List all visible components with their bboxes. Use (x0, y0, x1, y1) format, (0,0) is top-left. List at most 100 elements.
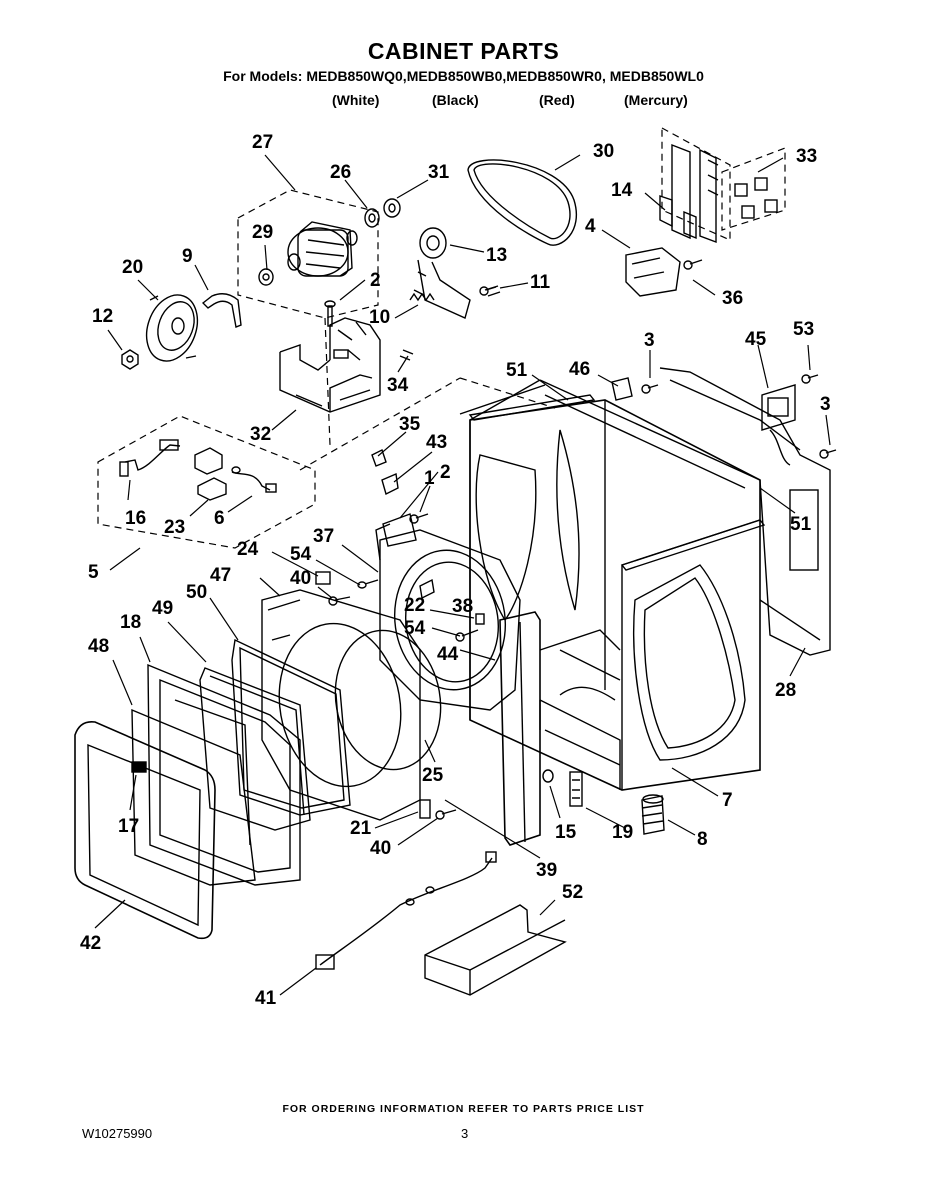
cabinet-rear-panel (659, 367, 831, 656)
callout-numbers: 1 2 2 3 3 4 5 6 7 8 9 10 11 12 13 14 15 … (80, 132, 831, 1009)
callout-29: 29 (252, 222, 273, 243)
idler-spring (409, 292, 435, 302)
cabinet-top-strips (468, 394, 766, 571)
color-white: (White) (332, 92, 380, 108)
screws (328, 259, 837, 820)
power-cord (315, 851, 497, 970)
mounting-bracket (625, 247, 681, 297)
door-seal (334, 629, 442, 771)
motor-mount-bracket (279, 317, 381, 413)
callout-9: 9 (182, 246, 193, 267)
small-hardware (542, 769, 583, 807)
page-number: 3 (461, 1126, 469, 1141)
callout-21: 21 (350, 818, 372, 839)
callout-17: 17 (118, 816, 139, 837)
clip-bracket (611, 377, 633, 401)
callout-35: 35 (399, 414, 421, 435)
callout-40-upper: 40 (290, 568, 311, 589)
callout-22: 22 (404, 595, 425, 616)
callout-39: 39 (536, 860, 557, 881)
callout-13: 13 (486, 245, 507, 266)
idler-assembly (413, 227, 501, 319)
callout-3-rear: 3 (820, 394, 831, 415)
callout-51-top: 51 (506, 360, 528, 381)
callout-37: 37 (313, 526, 334, 547)
color-mercury: (Mercury) (624, 92, 688, 108)
callout-30: 30 (593, 141, 614, 162)
blower-wheel (145, 294, 199, 362)
drive-belt (467, 159, 577, 246)
callout-44: 44 (437, 644, 459, 665)
door-liner (199, 667, 311, 831)
callout-50: 50 (186, 582, 207, 603)
callout-41: 41 (255, 988, 277, 1009)
motor-clamp (201, 293, 242, 328)
callout-11: 11 (530, 272, 551, 293)
wire-harness-parts (119, 439, 277, 501)
callout-1: 1 (424, 468, 435, 489)
callout-2-motor: 2 (370, 270, 381, 291)
callout-40-lower: 40 (370, 838, 391, 859)
callout-47: 47 (210, 565, 231, 586)
cabinet-body (459, 379, 761, 791)
drive-motor (287, 221, 358, 277)
callout-24: 24 (237, 539, 259, 560)
bracket-screws (324, 300, 414, 361)
callout-20: 20 (122, 257, 143, 278)
callout-26: 26 (330, 162, 351, 183)
connector-clips (734, 177, 778, 219)
terminal-block-strips (659, 143, 719, 244)
door-glass (231, 638, 351, 816)
callout-43: 43 (426, 432, 447, 453)
door-window-pane (131, 708, 256, 886)
color-red: (Red) (539, 92, 575, 108)
callout-7: 7 (722, 790, 733, 811)
callout-14: 14 (611, 180, 633, 201)
callout-52: 52 (562, 882, 583, 903)
leader-lines (94, 154, 831, 996)
front-bulkhead (375, 523, 521, 711)
callout-10: 10 (369, 307, 390, 328)
callout-46: 46 (569, 359, 590, 380)
callout-5: 5 (88, 562, 99, 583)
model-list: For Models: MEDB850WQ0,MEDB850WB0,MEDB85… (223, 68, 704, 84)
callout-8: 8 (697, 829, 708, 850)
callout-54-upper: 54 (290, 544, 312, 565)
dashed-group-outlines (97, 126, 786, 549)
blower-nut (121, 349, 139, 370)
callout-3-top: 3 (644, 330, 655, 351)
door-inner-panel (147, 663, 301, 886)
callout-45: 45 (745, 329, 767, 350)
callout-49: 49 (152, 598, 173, 619)
document-number: W10275990 (82, 1126, 153, 1141)
leveling-leg (641, 794, 665, 835)
callout-51-side: 51 (790, 514, 812, 535)
rear-cover-plate (761, 384, 796, 431)
callout-19: 19 (612, 822, 633, 843)
page-title: CABINET PARTS (367, 38, 560, 64)
callout-34: 34 (387, 375, 409, 396)
callout-4: 4 (585, 216, 596, 237)
callout-16: 16 (125, 508, 146, 529)
front-panel-column (499, 611, 541, 846)
callout-31: 31 (428, 162, 450, 183)
callout-54-lower: 54 (404, 618, 426, 639)
ordering-note: FOR ORDERING INFORMATION REFER TO PARTS … (282, 1103, 645, 1115)
callout-48: 48 (88, 636, 109, 657)
callout-38: 38 (452, 596, 473, 617)
callout-36: 36 (722, 288, 743, 309)
door-outer-frame (74, 720, 216, 940)
callout-23: 23 (164, 517, 185, 538)
callout-6: 6 (214, 508, 225, 529)
callout-32: 32 (250, 424, 271, 445)
callout-53: 53 (793, 319, 814, 340)
callout-18: 18 (120, 612, 141, 633)
callout-25: 25 (422, 765, 444, 786)
callout-42: 42 (80, 933, 101, 954)
callout-12: 12 (92, 306, 113, 327)
callout-27: 27 (252, 132, 273, 153)
drying-rack-shelf (424, 904, 567, 996)
callout-33: 33 (796, 146, 817, 167)
callout-15: 15 (555, 822, 577, 843)
